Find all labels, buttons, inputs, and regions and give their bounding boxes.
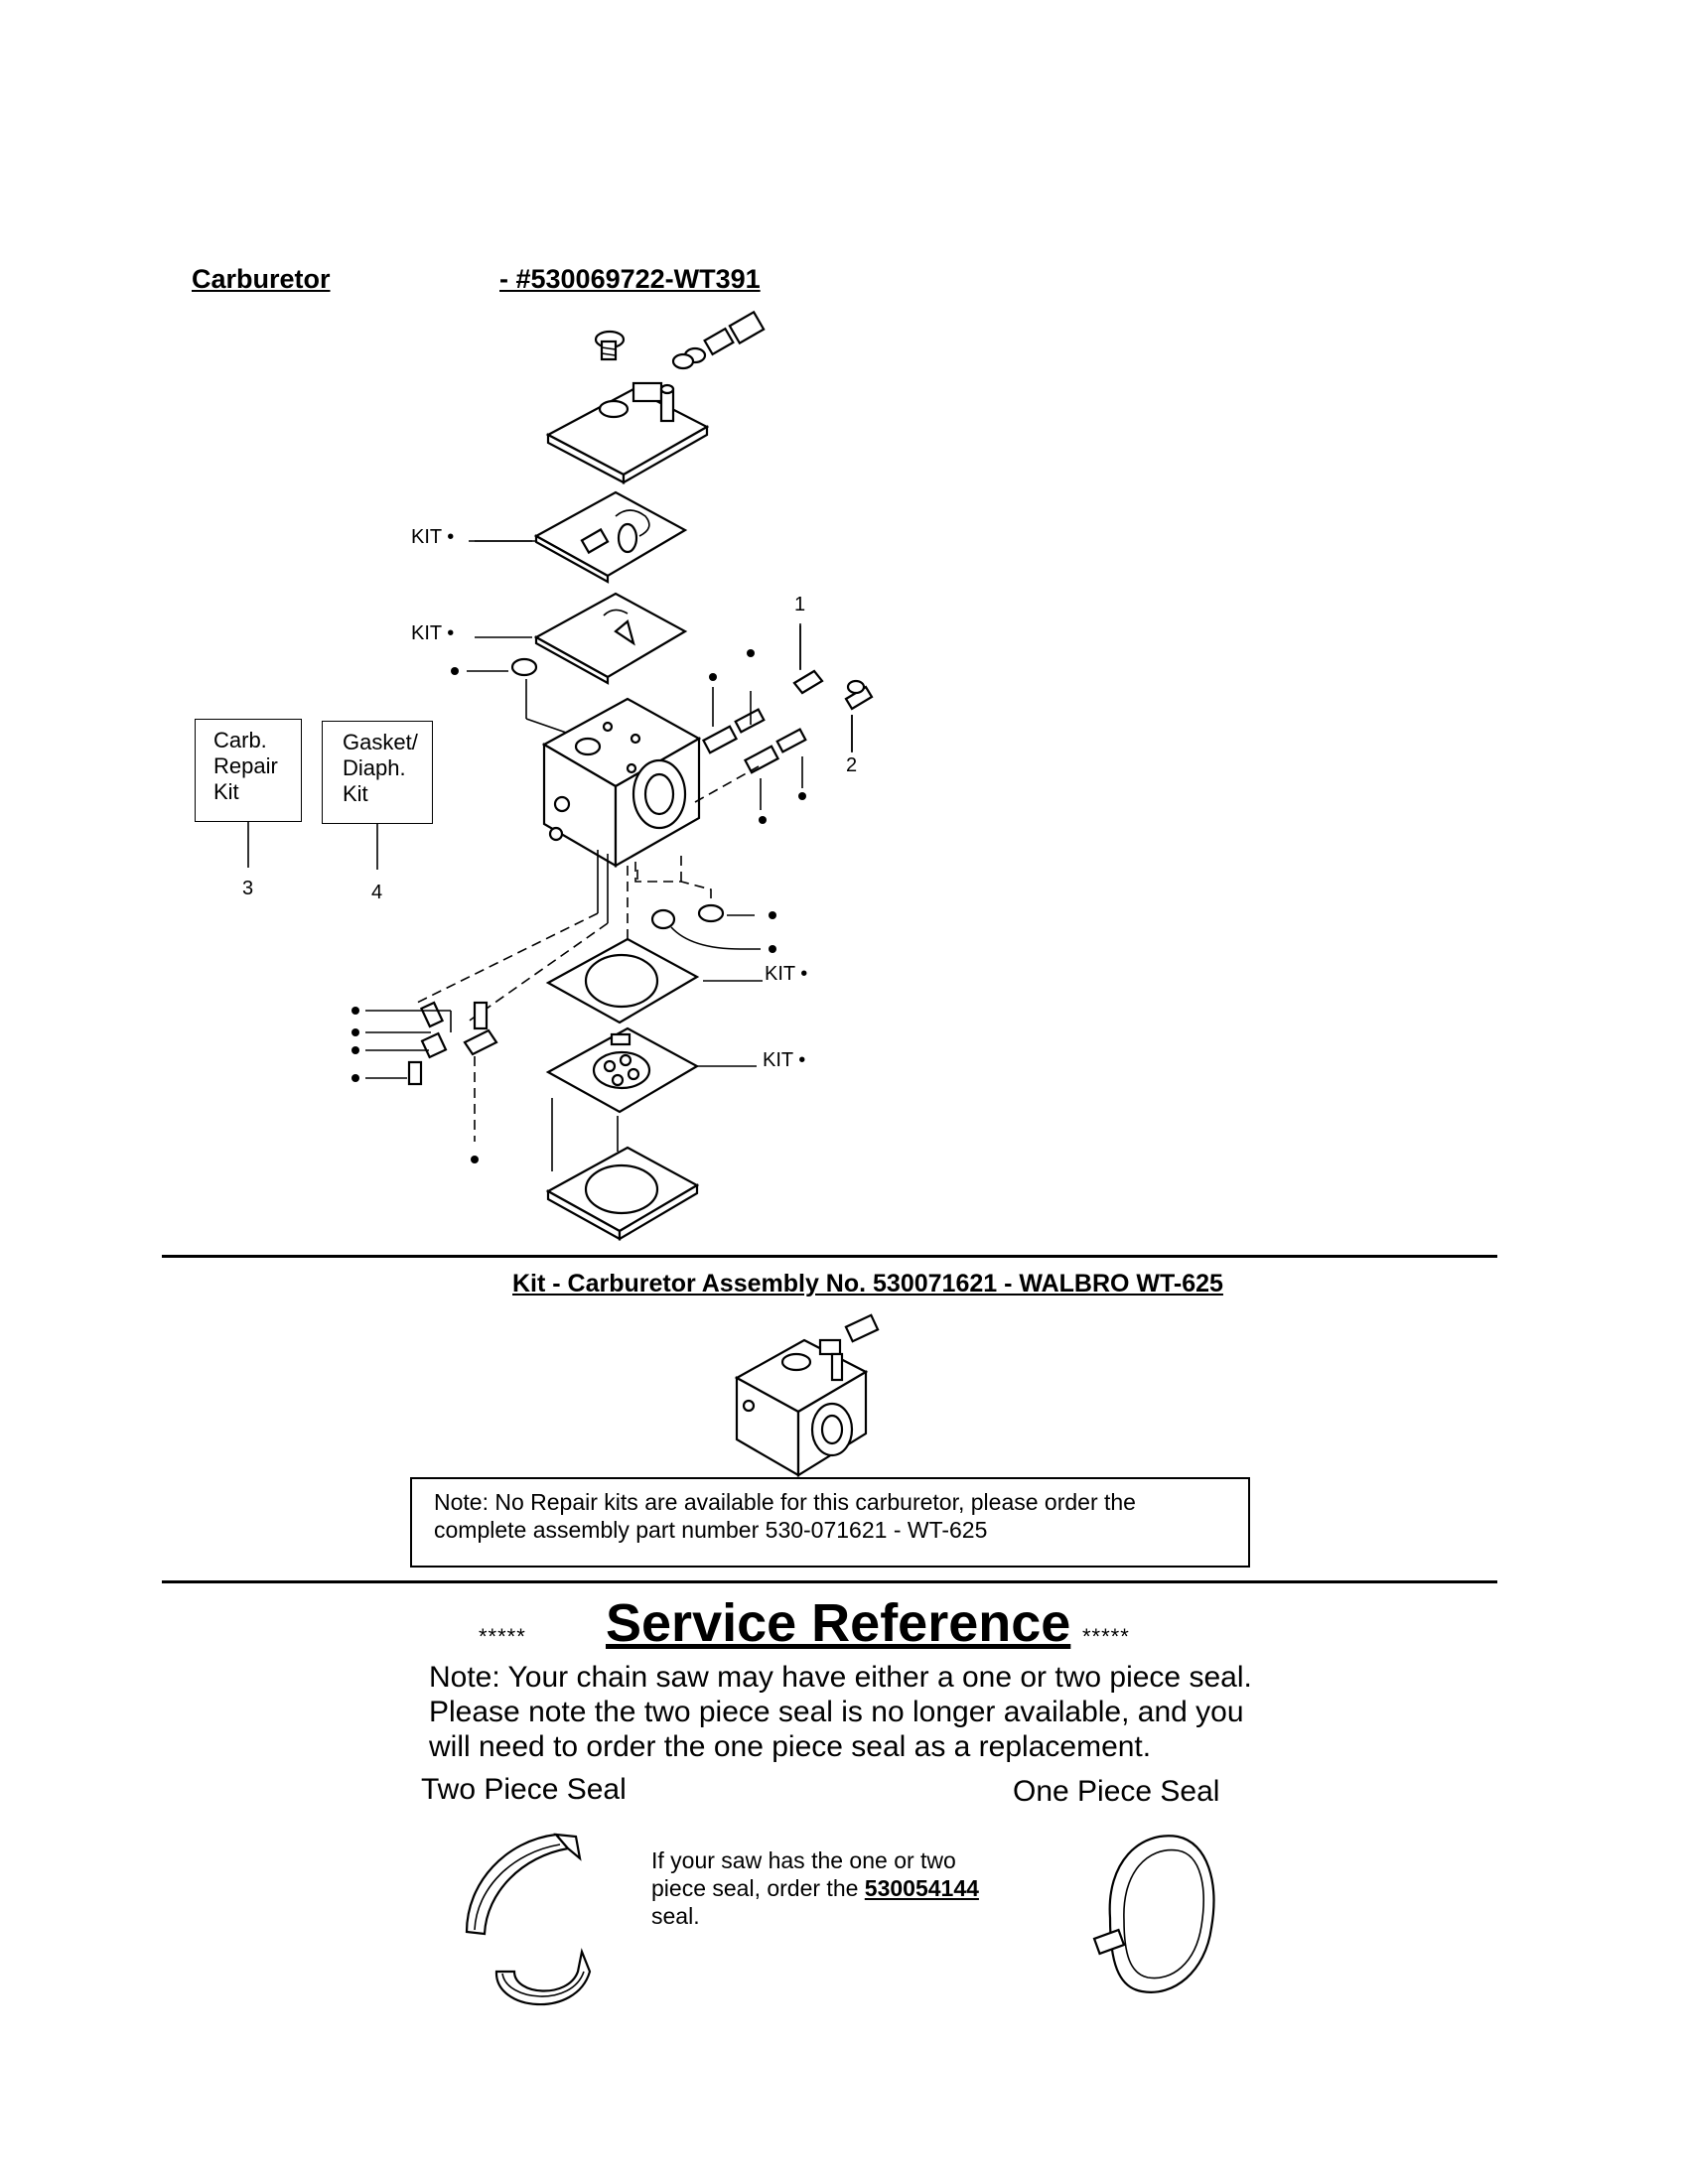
service-reference-title: Service Reference — [606, 1593, 1071, 1653]
seal-order-info-line3: seal. — [651, 1903, 700, 1929]
service-note-line2: Please note the two piece seal is no lon… — [429, 1696, 1244, 1728]
carb-repair-kit-line2: Repair — [213, 753, 278, 778]
kit-callout-gasket: KIT • — [411, 526, 455, 548]
part-number: - #530069722-WT391 — [499, 264, 761, 294]
kit-callout-pump-gasket: KIT • — [765, 963, 808, 985]
seal-order-info-line2: piece seal, order the 530054144 — [651, 1874, 979, 1902]
stars-right: ***** — [1082, 1624, 1130, 1649]
two-piece-seal-illustration — [465, 1833, 592, 2006]
one-piece-seal-label: One Piece Seal — [1013, 1775, 1220, 1808]
pump-gasket — [545, 937, 700, 1024]
kit-assembly-title: Kit - Carburetor Assembly No. 530071621 … — [512, 1270, 1223, 1297]
gasket-diaph-kit-line1: Gasket/ — [343, 730, 418, 754]
carb-repair-kit-line3: Kit — [213, 779, 239, 804]
stars-left: ***** — [479, 1624, 526, 1649]
seal-order-info: If your saw has the one or two piece sea… — [651, 1846, 979, 1930]
seal-order-info-line2-text: piece seal, order the — [651, 1875, 865, 1901]
one-piece-seal-illustration — [1092, 1835, 1215, 1993]
pump-diaphragm — [545, 1026, 700, 1114]
kit-callout-pump-diaphragm: KIT • — [763, 1049, 806, 1071]
pump-cover — [545, 1146, 700, 1241]
service-note: Note: Your chain saw may have either a o… — [429, 1660, 1252, 1764]
ref-number-4: 4 — [371, 882, 383, 903]
kit-callout-diaphragm: KIT • — [411, 622, 455, 644]
gasket-diaph-kit-line3: Kit — [343, 781, 368, 806]
no-repair-kit-note-line1: Note: No Repair kits are available for t… — [434, 1489, 1136, 1515]
gasket-diaph-kit-line2: Diaph. — [343, 755, 406, 780]
metering-diaphragm — [533, 592, 688, 685]
adjustment-screws — [701, 669, 874, 774]
service-note-line3: will need to order the one piece seal as… — [429, 1730, 1152, 1763]
carburetor-assembly-illustration — [734, 1313, 880, 1477]
carb-repair-kit-line1: Carb. — [213, 728, 267, 752]
seal-order-info-line1: If your saw has the one or two — [651, 1847, 956, 1873]
lower-small-parts — [407, 1001, 498, 1086]
no-repair-kit-note-line2: complete assembly part number 530-071621… — [434, 1517, 988, 1543]
carburetor-body — [541, 697, 702, 868]
metering-gasket — [533, 490, 688, 584]
carburetor-exploded-diagram — [247, 310, 874, 1241]
carb-repair-kit-box: Carb. Repair Kit — [195, 719, 302, 822]
gasket-diaph-kit-box: Gasket/ Diaph. Kit — [322, 721, 433, 824]
seal-part-number: 530054144 — [864, 1875, 979, 1901]
inlet-needle-assembly — [671, 310, 766, 370]
two-piece-seal-label: Two Piece Seal — [421, 1773, 627, 1806]
section-divider-1 — [162, 1255, 1497, 1258]
ref-number-3: 3 — [242, 878, 254, 899]
no-repair-kit-note: Note: No Repair kits are available for t… — [410, 1477, 1250, 1568]
ref-number-2: 2 — [846, 754, 858, 776]
carburetor-cover — [545, 381, 710, 484]
top-screw — [594, 330, 626, 361]
diagram-title: Carburetor — [192, 264, 331, 294]
ref-number-1: 1 — [794, 594, 806, 615]
section-divider-2 — [162, 1580, 1497, 1583]
service-note-line1: Note: Your chain saw may have either a o… — [429, 1661, 1252, 1694]
